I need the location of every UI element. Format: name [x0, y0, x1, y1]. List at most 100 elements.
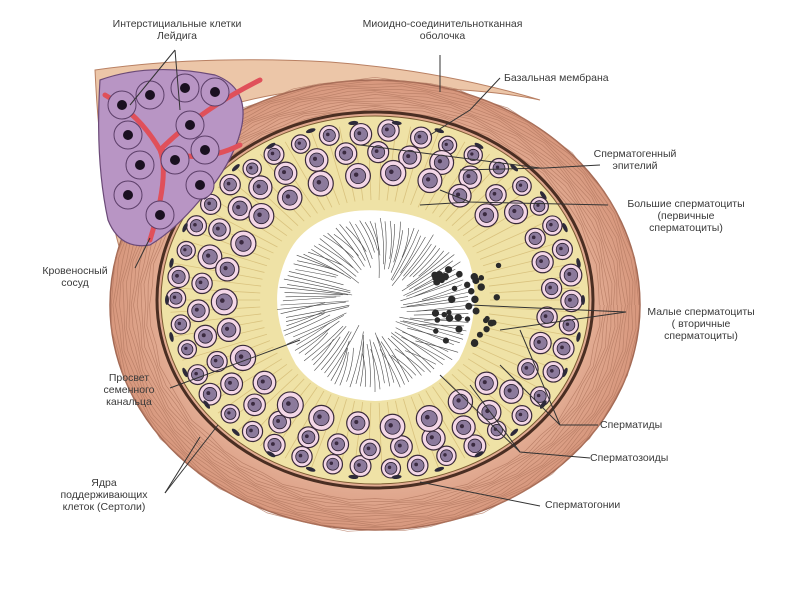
epithelium-streak: [237, 168, 299, 226]
label-line: Сперматогенный: [593, 148, 677, 160]
epithelium-streak: [425, 141, 466, 211]
cell-nucleus: [257, 375, 272, 391]
chromatin: [466, 174, 471, 179]
chromatin: [175, 273, 179, 278]
leydig-nucleus: [117, 100, 127, 110]
chromatin: [316, 180, 322, 185]
cell-nucleus: [169, 291, 183, 305]
chromatin: [249, 428, 253, 433]
sperm-tail: [376, 336, 395, 383]
label-line: Большие сперматоциты: [627, 198, 745, 210]
sperm-tail: [400, 279, 464, 302]
tunica-fiber: [146, 106, 605, 504]
label-line: Сперматозоиды: [590, 452, 669, 464]
cell-nucleus: [564, 293, 579, 308]
chromatin: [512, 208, 517, 214]
sertoli-nucleus: [434, 128, 445, 134]
cell-nucleus: [174, 318, 188, 331]
chromatin: [493, 427, 498, 431]
small-spermatocyte: [465, 302, 473, 310]
label-spermatids: Сперматиды: [600, 419, 662, 431]
sertoli-nucleus: [581, 295, 585, 305]
sertoli-nucleus: [474, 451, 484, 458]
label-line: сосуд: [61, 277, 89, 289]
cell-nucleus: [350, 415, 366, 431]
sertoli-nucleus: [434, 466, 445, 472]
sperm-tail: [401, 254, 455, 292]
epithelium-streak: [482, 333, 568, 361]
epithelium-streak: [182, 333, 268, 361]
cell-nucleus: [338, 146, 354, 161]
cell-nucleus: [456, 419, 472, 435]
cell-nucleus: [353, 459, 368, 473]
epithelium-streak: [462, 363, 533, 414]
cell-nucleus: [545, 219, 559, 232]
sperm-tail: [304, 332, 329, 355]
sperm-tail: [280, 302, 326, 314]
leydig-nucleus: [170, 155, 180, 165]
cell-nucleus: [252, 179, 268, 196]
epithelium-streak: [208, 358, 283, 404]
sperm-tail: [303, 325, 344, 362]
cell-nucleus: [171, 269, 186, 284]
small-spermatocyte: [455, 325, 463, 333]
sperm-tail: [387, 337, 422, 376]
label-tubule-lumen: Просвет семенного канальца: [86, 372, 172, 408]
epithelium-streak: [378, 399, 383, 476]
leydig-nucleus: [195, 180, 205, 190]
chromatin: [249, 166, 253, 170]
label-line: ( вторичные: [671, 318, 731, 330]
sertoli-nucleus: [182, 222, 188, 233]
small-spermatocyte: [487, 319, 495, 327]
cell-nucleus: [223, 177, 237, 192]
chromatin: [282, 170, 287, 175]
label-line: семенного: [103, 384, 155, 396]
cell-nucleus: [221, 322, 237, 338]
chromatin: [207, 201, 211, 206]
sertoli-nucleus: [562, 222, 568, 233]
chromatin: [326, 132, 330, 137]
sperm-tail: [390, 230, 403, 273]
chromatin: [304, 434, 309, 439]
sertoli-nucleus: [510, 164, 519, 172]
sperm-tail: [406, 252, 450, 287]
cell-nucleus: [533, 335, 548, 351]
leydig-nucleus: [185, 120, 195, 130]
small-spermatocyte: [451, 285, 458, 292]
chromatin: [228, 380, 232, 385]
cell-nucleus: [508, 204, 524, 220]
leydig-nucleus: [155, 210, 165, 220]
spermatozoa-tails: [276, 217, 473, 393]
chromatin: [285, 194, 291, 199]
cell-nucleus: [503, 384, 519, 400]
cell-nucleus: [326, 457, 340, 471]
epithelium-streak: [182, 239, 268, 267]
chromatin: [536, 393, 541, 398]
small-spermatocyte: [456, 270, 463, 278]
cell-nucleus: [246, 162, 259, 175]
cell-nucleus: [556, 341, 571, 356]
sertoli-nucleus: [576, 258, 581, 268]
label-line: (первичные: [657, 210, 715, 222]
cell-nucleus: [384, 462, 398, 475]
epithelium-streak: [284, 389, 325, 459]
small-spermatocyte: [483, 325, 490, 333]
sperm-tail: [393, 221, 401, 263]
chromatin: [443, 453, 447, 457]
sertoli-nucleus: [576, 332, 581, 342]
cell-nucleus: [181, 343, 194, 356]
sperm-tail: [401, 227, 409, 258]
sperm-tail: [285, 295, 341, 298]
sperm-tail: [345, 226, 367, 252]
label-myoid-tunica: Миоидно-соединительнотканная оболочка: [340, 18, 545, 42]
sperm-tail: [362, 353, 366, 387]
tunica-fiber: [143, 104, 608, 506]
sperm-tail: [419, 324, 465, 327]
label-line: Интерстициальные клетки: [112, 18, 242, 30]
sertoli-nucleus: [165, 295, 169, 305]
small-spermatocyte: [472, 307, 480, 315]
tunica-fiber: [119, 85, 631, 526]
label-line: Базальная мембрана: [504, 72, 609, 84]
sertoli-nucleus: [169, 258, 174, 268]
